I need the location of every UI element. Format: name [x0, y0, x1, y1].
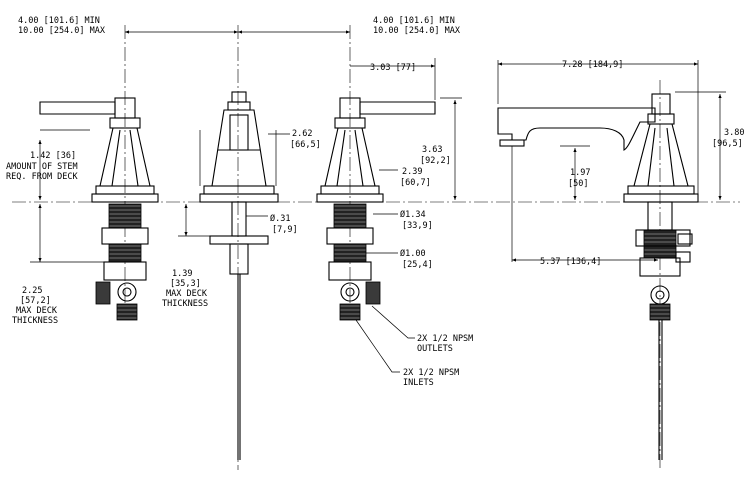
label-deck-mid-2: [35,3] [170, 279, 201, 289]
side-base-plate [623, 193, 699, 203]
side-spout [497, 107, 656, 151]
side-aerator [499, 139, 525, 147]
label-spout-height-1: 3.80 [724, 128, 744, 138]
label-outlets-2: OUTLETS [417, 344, 453, 354]
label-deck-left-2: [57,2] [20, 296, 51, 306]
label-shank-dia-2: [33,9] [402, 221, 433, 231]
leader-outlets [371, 305, 415, 339]
right-outlet-fitting [365, 281, 381, 305]
center-base-flange [203, 185, 275, 195]
label-handle-offset: 3.03 [77] [370, 63, 416, 73]
left-inlet-port [117, 282, 137, 302]
label-base-dia-1: 2.39 [402, 167, 422, 177]
left-shank-thread-upper [108, 203, 142, 229]
label-inlets-1: 2X 1/2 NPSM [403, 368, 459, 378]
side-escutcheon [633, 123, 689, 187]
label-deck-mid-1: 1.39 [172, 269, 192, 279]
center-cap [231, 91, 247, 103]
left-coupling-nut [103, 261, 147, 281]
left-valve [39, 97, 159, 321]
label-body-height-2: [66,5] [290, 140, 321, 150]
label-deck-left-3: MAX DECK [16, 306, 58, 316]
label-deck-mid-4: THICKNESS [162, 299, 208, 309]
label-deck-left-1: 2.25 [22, 286, 42, 296]
left-inlet-fitting [95, 281, 111, 305]
label-handle-height-1: 3.63 [422, 145, 442, 155]
label-deck-mid-3: MAX DECK [166, 289, 208, 299]
label-body-height-1: 2.62 [292, 129, 312, 139]
label-right-spacing-2: 10.00 [254.0] MAX [373, 26, 461, 36]
label-thread-dia-1: Ø1.00 [400, 248, 426, 259]
label-rod-dia-1: Ø.31 [270, 213, 290, 224]
label-inlets-2: INLETS [403, 378, 434, 388]
right-lever [359, 101, 436, 115]
label-stem-1: 1.42 [36] [30, 151, 76, 161]
center-base-plate [199, 193, 279, 203]
center-mount-washer [209, 235, 269, 245]
right-valve [316, 97, 436, 321]
label-spout-clear-1: 1.97 [570, 168, 590, 178]
label-deck-left-4: THICKNESS [12, 316, 58, 326]
label-spout-reach: 7.28 [184,9] [562, 60, 623, 70]
label-spout-clear-2: [50] [568, 179, 588, 189]
label-spout-to-inlet: 5.37 [136,4] [540, 257, 601, 267]
left-lever [39, 101, 116, 115]
label-shank-dia-1: Ø1.34 [400, 209, 426, 220]
label-thread-dia-2: [25,4] [402, 260, 433, 270]
center-mount-stud [231, 201, 247, 237]
side-shank-thread [643, 229, 677, 259]
label-outlets-1: 2X 1/2 NPSM [417, 334, 473, 344]
label-left-spacing-2: 10.00 [254.0] MAX [18, 26, 106, 36]
label-base-dia-2: [60,7] [400, 178, 431, 188]
label-stem-3: REQ. FROM DECK [6, 172, 79, 182]
label-right-spacing-1: 4.00 [101.6] MIN [373, 16, 455, 26]
label-rod-dia-2: [7,9] [272, 225, 298, 235]
left-shank-thread-lower [108, 243, 142, 263]
label-left-spacing-1: 4.00 [101.6] MIN [18, 16, 100, 26]
left-base-plate [91, 193, 159, 203]
side-view [497, 93, 699, 460]
center-escutcheon [211, 109, 267, 187]
label-handle-height-2: [92,2] [420, 156, 451, 166]
center-spout-body [199, 91, 279, 460]
center-lift-nut [229, 243, 249, 275]
right-inlet-thread [339, 303, 361, 321]
label-spout-height-2: [96,5] [712, 139, 743, 149]
leader-inlets [355, 319, 400, 373]
left-inlet-thread [116, 303, 138, 321]
label-stem-2: AMOUNT OF STEM [6, 162, 78, 172]
